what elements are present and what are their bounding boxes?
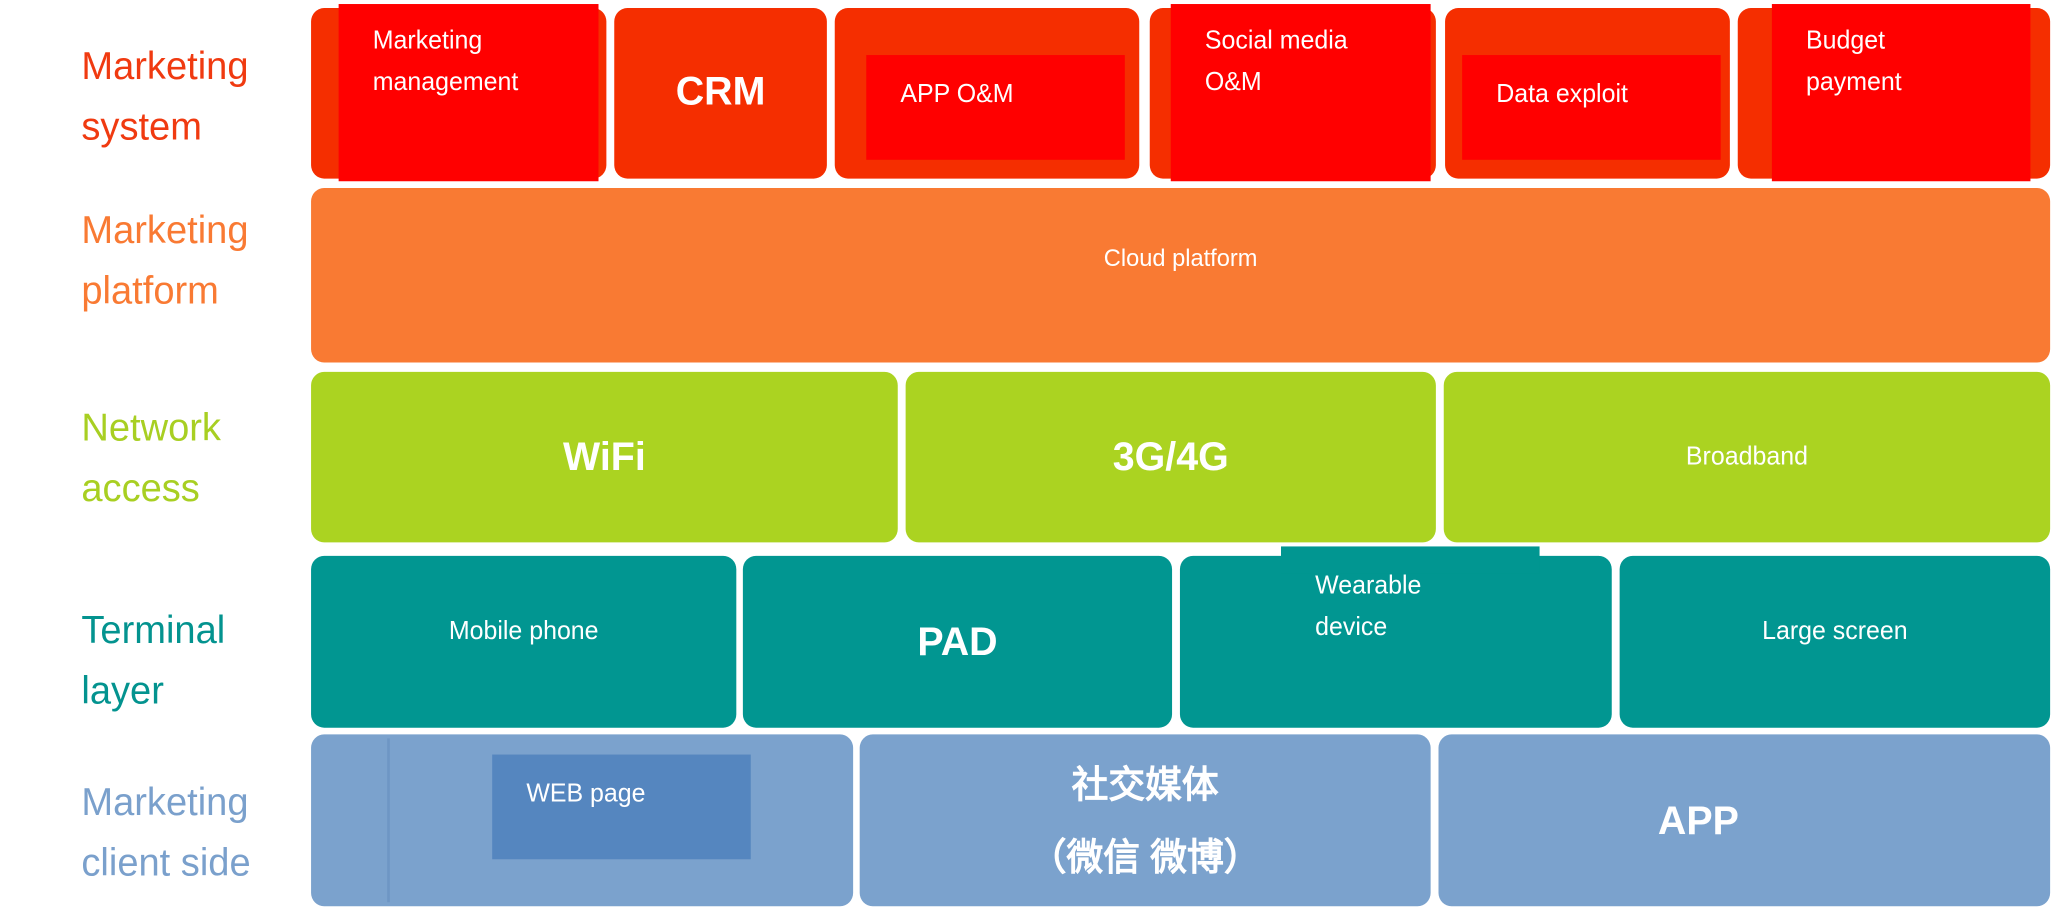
label-line: client side	[81, 841, 251, 885]
label-line: Terminal	[81, 609, 226, 653]
text-marketing-management: Marketing management	[373, 20, 519, 103]
box-app: APP	[1438, 734, 2051, 907]
layer-label-marketing-platform: Marketing platform	[81, 201, 248, 322]
label-line: Marketing	[81, 209, 249, 253]
text-line: management	[372, 68, 519, 97]
text-pad: PAD	[917, 619, 998, 664]
text-app: APP	[1657, 798, 1739, 843]
box-wearable-device	[1179, 555, 1612, 728]
text-3g4g: 3G/4G	[1112, 435, 1229, 480]
label-line: Marketing	[81, 45, 249, 89]
layer-label-terminal-layer: Terminal layer	[81, 601, 225, 722]
layer-label-marketing-system: Marketing system	[81, 38, 248, 159]
box-crm	[614, 8, 827, 179]
box-mobile-phone: Mobile phone	[311, 555, 737, 728]
text-line: Marketing	[372, 26, 483, 56]
box-social-media-om	[1170, 4, 1431, 182]
label-line: platform	[81, 269, 219, 313]
label-line: Network	[81, 406, 221, 450]
text-wechat-weibo: （微信 微博）	[1029, 836, 1261, 879]
text-line: O&M	[1204, 68, 1262, 97]
text-large-screen: Large screen	[1762, 616, 1908, 646]
label-line: layer	[81, 669, 164, 713]
layer-label-network-access: Network access	[81, 399, 221, 520]
text-mobile-phone: Mobile phone	[448, 616, 599, 646]
layer-label-client-side: Marketing client side	[81, 773, 250, 894]
text-app-om: APP O&M	[900, 80, 1014, 109]
text-broadband: Broadband	[1685, 443, 1808, 472]
text-web-page: WEB page	[526, 780, 646, 809]
label-line: Marketing	[81, 781, 249, 825]
text-data-exploit: Data exploit	[1496, 80, 1628, 109]
box-data-exploit	[1462, 55, 1721, 160]
label-line: access	[81, 467, 200, 511]
text-line: Wearable	[1315, 571, 1422, 601]
box-app-om	[866, 55, 1125, 160]
text-social-media-om: Social media O&M	[1205, 20, 1348, 103]
text-line: device	[1315, 613, 1388, 642]
text-line: Budget	[1806, 26, 1886, 56]
box-cloud-platform: Cloud platform	[311, 187, 2051, 363]
text-line: payment	[1806, 68, 1902, 97]
box-social-media-cn: 社交媒体 （微信 微博）	[859, 734, 1431, 907]
text-cloud-platform: Cloud platform	[1103, 244, 1258, 272]
divider	[387, 738, 390, 903]
text-social-media-cn: 社交媒体	[1071, 763, 1219, 806]
text-wifi: WiFi	[563, 435, 646, 480]
box-3g4g: 3G/4G	[905, 371, 1436, 543]
box-pad: PAD	[742, 555, 1173, 728]
text-crm: CRM	[675, 69, 766, 114]
box-budget-payment	[1771, 4, 2031, 182]
text-line: Social media	[1204, 26, 1348, 56]
text-budget-payment: Budget payment	[1806, 20, 1902, 103]
label-line: system	[81, 106, 202, 150]
box-large-screen: Large screen	[1619, 555, 2051, 728]
box-wifi: WiFi	[311, 371, 898, 543]
box-web-page: WEB page	[492, 754, 751, 860]
text-wearable-device: Wearable device	[1315, 565, 1421, 648]
box-broadband: Broadband	[1443, 371, 2051, 543]
box-marketing-management	[338, 4, 599, 182]
wearable-overlay	[1281, 546, 1540, 574]
